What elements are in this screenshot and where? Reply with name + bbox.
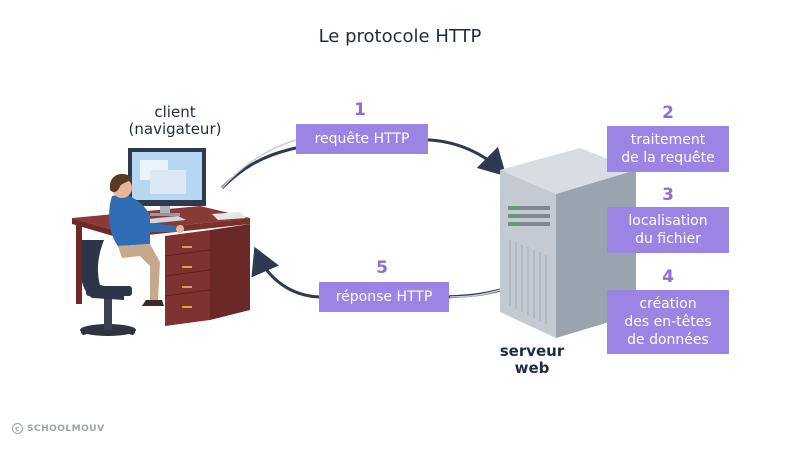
step-4-box: création des en-têtes de données [607,290,729,354]
client-computer-illustration [72,148,250,336]
watermark-text: SCHOOLMOUV [27,423,105,434]
step-5-number: 5 [376,258,388,278]
watermark: c SCHOOLMOUV [12,423,105,434]
step-3-box: localisation du fichier [607,207,729,253]
step-1-number: 1 [354,100,366,120]
server-label: serveur web [499,342,565,377]
client-label: client (navigateur) [128,103,222,138]
diagram-title: Le protocole HTTP [318,26,482,47]
step-1-box: requête HTTP [296,124,428,154]
step-3-number: 3 [662,185,674,205]
step-2-number: 2 [662,103,674,123]
step-5-box: réponse HTTP [319,282,449,312]
copyright-icon: c [12,423,23,434]
step-4-number: 4 [662,267,674,287]
step-2-box: traitement de la requête [607,126,729,172]
